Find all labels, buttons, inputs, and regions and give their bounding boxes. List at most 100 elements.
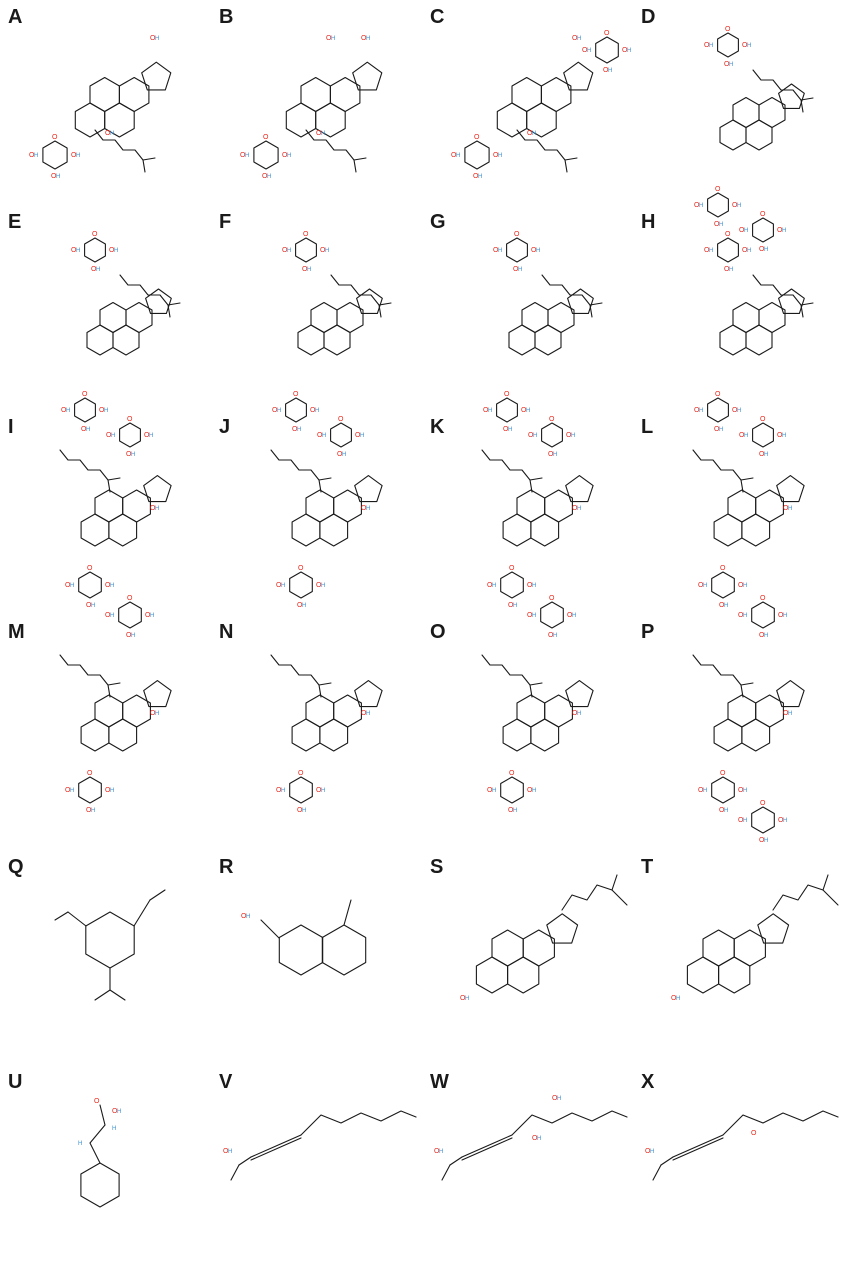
svg-text:H: H <box>764 838 768 844</box>
svg-text:H: H <box>110 788 114 794</box>
svg-text:O: O <box>738 612 744 619</box>
svg-text:O: O <box>316 787 322 794</box>
svg-text:H: H <box>719 222 723 228</box>
svg-text:O: O <box>65 582 71 589</box>
panel-label: B <box>219 6 234 28</box>
svg-text:O: O <box>71 247 77 254</box>
svg-text:O: O <box>777 227 783 234</box>
svg-text:H: H <box>131 633 135 639</box>
svg-text:H: H <box>228 1149 232 1155</box>
svg-text:O: O <box>262 173 268 180</box>
svg-text:O: O <box>582 47 588 54</box>
svg-text:O: O <box>361 35 367 42</box>
svg-text:O: O <box>759 632 765 639</box>
svg-text:H: H <box>747 43 751 49</box>
svg-text:O: O <box>719 602 725 609</box>
svg-text:H: H <box>104 408 108 414</box>
svg-text:H: H <box>744 228 748 234</box>
svg-text:H: H <box>782 228 786 234</box>
svg-text:H: H <box>532 788 536 794</box>
svg-text:O: O <box>715 186 721 193</box>
svg-text:H: H <box>724 808 728 814</box>
svg-text:O: O <box>223 1148 229 1155</box>
svg-text:O: O <box>240 152 246 159</box>
svg-text:O: O <box>509 770 515 777</box>
svg-text:H: H <box>577 36 581 42</box>
svg-text:O: O <box>508 602 514 609</box>
svg-text:O: O <box>105 130 111 137</box>
panel-label: Q <box>8 856 24 878</box>
svg-text:H: H <box>112 1126 116 1132</box>
svg-text:O: O <box>572 35 578 42</box>
svg-text:H: H <box>287 153 291 159</box>
svg-text:H: H <box>608 68 612 74</box>
svg-text:O: O <box>509 565 515 572</box>
svg-text:H: H <box>114 248 118 254</box>
svg-text:O: O <box>493 152 499 159</box>
svg-text:O: O <box>725 26 731 33</box>
svg-text:O: O <box>513 266 519 273</box>
svg-text:H: H <box>533 433 537 439</box>
svg-text:O: O <box>493 247 499 254</box>
svg-text:O: O <box>317 432 323 439</box>
svg-text:O: O <box>527 582 533 589</box>
svg-text:O: O <box>552 1095 558 1102</box>
svg-text:H: H <box>155 36 159 42</box>
svg-text:H: H <box>747 248 751 254</box>
svg-text:H: H <box>76 153 80 159</box>
svg-text:O: O <box>82 391 88 398</box>
svg-text:H: H <box>366 506 370 512</box>
svg-text:O: O <box>282 152 288 159</box>
svg-text:O: O <box>297 602 303 609</box>
svg-text:O: O <box>126 451 132 458</box>
svg-text:O: O <box>87 565 93 572</box>
svg-text:H: H <box>465 996 469 1002</box>
svg-text:H: H <box>788 711 792 717</box>
svg-text:H: H <box>111 433 115 439</box>
svg-text:H: H <box>737 203 741 209</box>
svg-text:O: O <box>109 247 115 254</box>
svg-text:H: H <box>297 427 301 433</box>
svg-text:O: O <box>276 787 282 794</box>
svg-text:H: H <box>321 788 325 794</box>
svg-text:O: O <box>293 391 299 398</box>
svg-text:O: O <box>241 913 247 920</box>
svg-text:H: H <box>155 506 159 512</box>
svg-text:O: O <box>127 416 133 423</box>
svg-text:H: H <box>553 452 557 458</box>
svg-text:O: O <box>71 152 77 159</box>
svg-text:H: H <box>650 1149 654 1155</box>
svg-text:H: H <box>70 788 74 794</box>
svg-text:H: H <box>91 808 95 814</box>
panel-label: G <box>430 211 446 233</box>
svg-text:O: O <box>487 582 493 589</box>
panel-label: J <box>219 416 231 438</box>
svg-text:O: O <box>483 407 489 414</box>
svg-text:H: H <box>709 248 713 254</box>
svg-text:O: O <box>65 787 71 794</box>
svg-text:H: H <box>281 788 285 794</box>
svg-text:O: O <box>549 416 555 423</box>
svg-text:O: O <box>714 221 720 228</box>
svg-text:O: O <box>603 67 609 74</box>
svg-text:O: O <box>759 246 765 253</box>
svg-text:H: H <box>342 452 346 458</box>
svg-text:H: H <box>518 267 522 273</box>
svg-text:H: H <box>703 583 707 589</box>
svg-text:O: O <box>724 266 730 273</box>
svg-text:H: H <box>532 613 536 619</box>
svg-text:O: O <box>99 407 105 414</box>
